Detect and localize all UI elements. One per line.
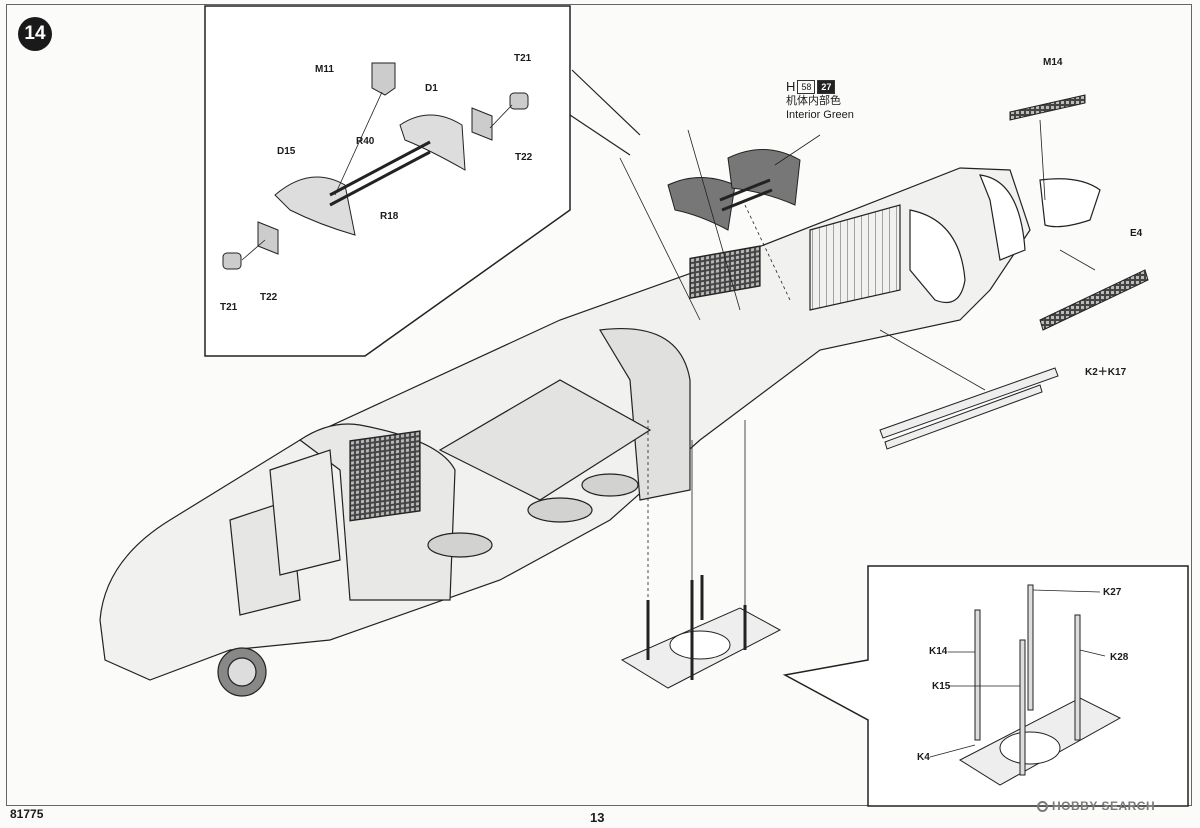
part-label-t22-left: T22 — [260, 292, 278, 303]
watermark: HOBBY SEARCH — [1037, 799, 1155, 813]
part-label-t21-top: T21 — [514, 53, 532, 64]
side-parts — [879, 94, 1149, 450]
bulkhead-detail-parts — [222, 62, 529, 270]
part-label-m14: M14 — [1043, 57, 1063, 68]
part-label-e4: E4 — [1130, 228, 1143, 239]
paint-code-b: 27 — [817, 80, 836, 94]
paint-name-en: Interior Green — [786, 109, 854, 121]
detail-callout-panel — [204, 5, 571, 357]
page-number: 13 — [590, 810, 605, 825]
part-label-k15: K15 — [932, 681, 951, 692]
part-label-k27: K27 — [1103, 587, 1122, 598]
floor-plate-detail — [929, 584, 1122, 786]
part-label-k2-k17: K2＋K17 — [1085, 367, 1127, 378]
paint-name-cn: 机体内部色 — [786, 95, 841, 107]
paint-reference: H 58 27 机体内部色 Interior Green — [786, 80, 854, 122]
paint-letter: H — [786, 79, 796, 94]
floor-plate-assembly — [620, 420, 782, 689]
watermark-text: HOBBY SEARCH — [1052, 799, 1156, 813]
part-label-k14: K14 — [929, 646, 948, 657]
bulkhead-assembly — [619, 129, 821, 321]
part-label-d15: D15 — [277, 146, 296, 157]
part-label-k4: K4 — [917, 752, 930, 763]
paint-code: H 58 27 — [786, 80, 854, 94]
page-frame — [6, 4, 1192, 806]
part-label-m11: M11 — [315, 64, 334, 75]
kit-number: 81775 — [10, 807, 44, 821]
part-label-r40: R40 — [356, 136, 375, 147]
fuselage-drawing — [99, 167, 1101, 697]
part-label-t22-right: T22 — [515, 152, 533, 163]
watermark-logo-icon — [1037, 800, 1048, 812]
part-label-d1: D1 — [425, 83, 438, 94]
step-number-badge: 14 — [18, 17, 52, 51]
paint-code-a: 58 — [797, 80, 816, 94]
part-label-r18: R18 — [380, 211, 399, 222]
part-label-t21-bottom: T21 — [220, 302, 238, 313]
part-label-k28: K28 — [1110, 652, 1129, 663]
